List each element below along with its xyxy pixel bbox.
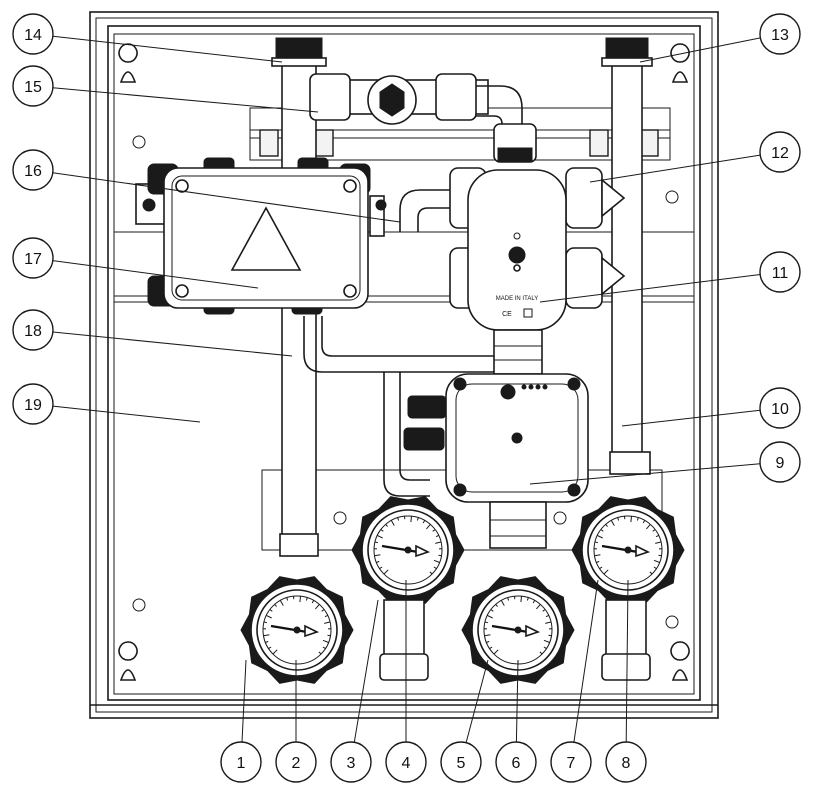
callout-3: 3	[331, 742, 371, 782]
callout-4: 4	[386, 742, 426, 782]
callout-11: 11	[760, 252, 800, 292]
callout-number: 10	[771, 401, 789, 418]
callout-number: 11	[772, 265, 789, 282]
callout-16: 16	[13, 150, 53, 190]
callout-18: 18	[13, 310, 53, 350]
callout-number: 12	[771, 145, 789, 162]
callout-number: 4	[402, 755, 411, 772]
callout-5: 5	[441, 742, 481, 782]
gauge-tick	[411, 516, 412, 522]
callout-17: 17	[13, 238, 53, 278]
valve-made-in-label: MADE IN ITALY	[496, 296, 538, 302]
callout-number: 3	[347, 755, 356, 772]
gauge-tick	[521, 596, 522, 602]
callout-1: 1	[221, 742, 261, 782]
valve-ce-mark: CE	[502, 311, 512, 318]
callout-19: 19	[13, 384, 53, 424]
gauge-tick	[485, 622, 488, 623]
callout-15: 15	[13, 66, 53, 106]
callout-number: 8	[622, 755, 631, 772]
electrical-junction-box	[136, 158, 386, 314]
callout-13: 13	[760, 14, 800, 54]
callout-number: 14	[24, 27, 42, 44]
gauge-tick	[549, 635, 552, 636]
callout-number: 7	[567, 755, 576, 772]
callout-number: 9	[776, 455, 785, 472]
callout-number: 15	[24, 79, 42, 96]
gauge-tick	[328, 635, 331, 636]
callout-9: 9	[760, 442, 800, 482]
gauge-tick	[631, 516, 632, 522]
gauge-tick	[439, 555, 442, 556]
gauge-tick	[264, 622, 267, 623]
gauge-tick	[300, 596, 301, 602]
callout-number: 6	[512, 755, 521, 772]
callout-number: 5	[457, 755, 466, 772]
gauge-tick	[659, 555, 662, 556]
callout-12: 12	[760, 132, 800, 172]
callout-number: 18	[24, 323, 42, 340]
left-ball-valve	[280, 534, 318, 556]
callout-2: 2	[276, 742, 316, 782]
right-ball-valve	[610, 452, 650, 474]
callout-number: 2	[292, 755, 301, 772]
callout-7: 7	[551, 742, 591, 782]
callout-6: 6	[496, 742, 536, 782]
callout-number: 1	[237, 755, 246, 772]
gauge-tick	[375, 542, 378, 543]
callout-number: 16	[24, 163, 42, 180]
gauge-tick	[595, 542, 598, 543]
callout-number: 17	[24, 251, 42, 268]
callout-number: 19	[24, 397, 42, 414]
callout-14: 14	[13, 14, 53, 54]
callout-10: 10	[760, 388, 800, 428]
callout-number: 13	[771, 27, 789, 44]
callout-8: 8	[606, 742, 646, 782]
